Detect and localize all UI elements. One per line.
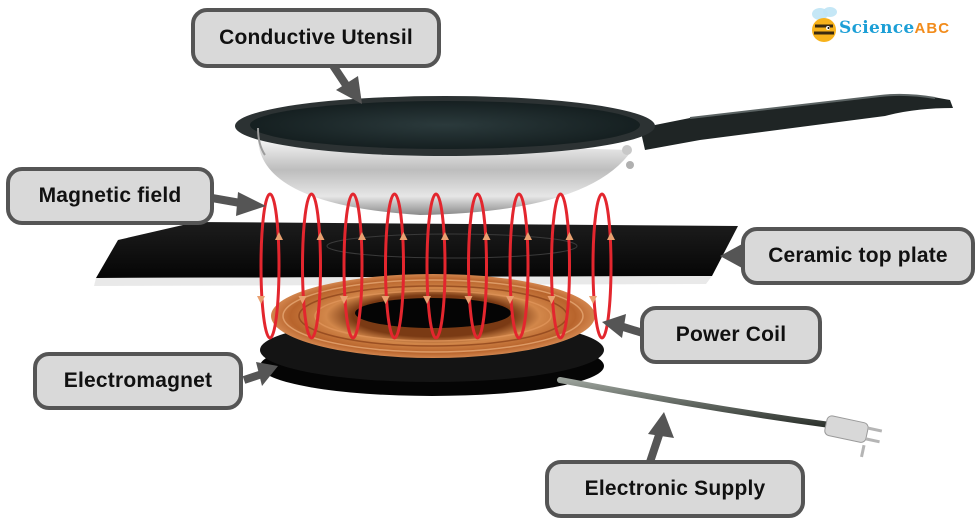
field-loop [259,192,281,340]
field-arrow-down-icon [423,296,431,304]
field-loop [508,192,530,340]
field-loop [425,192,447,340]
science-abc-logo: ScienceABC [806,2,976,46]
field-arrow-up-icon [316,232,325,240]
arrow-electromagnet [242,362,278,386]
field-loop [467,192,488,340]
field-arrow-down-icon [506,296,514,304]
power-cord [557,377,883,458]
bee-mascot-icon [812,7,837,42]
field-arrow-up-icon [399,232,408,240]
field-loop [384,192,405,340]
label-electronic-supply: Electronic Supply [545,460,805,518]
label-power-coil: Power Coil [640,306,822,364]
label-conductive-utensil: Conductive Utensil [191,8,441,68]
field-arrow-up-icon [358,232,366,240]
brand-suffix: ABC [914,20,951,37]
field-arrow-up-icon [607,232,615,240]
field-loop [591,192,613,340]
field-loop [301,192,322,340]
field-arrow-down-icon [257,296,265,304]
field-arrow-down-icon [340,296,348,304]
field-arrow-up-icon [441,232,449,240]
field-arrow-down-icon [381,296,390,304]
field-arrow-up-icon [275,232,283,240]
field-arrow-down-icon [547,296,556,304]
plug [824,415,883,458]
brand-name: Science [839,18,915,38]
field-arrow-down-icon [464,296,473,304]
field-arrow-up-icon [524,232,532,240]
brand-wordmark: ScienceABC [839,18,950,38]
frying-pan [235,93,953,215]
field-loop [550,192,571,340]
label-electromagnet: Electromagnet [33,352,243,410]
field-arrow-down-icon [298,296,307,304]
magnetic-field-lines [257,192,615,340]
arrow-magnetic-field [211,192,266,216]
label-magnetic-field: Magnetic field [6,167,214,225]
field-arrow-up-icon [565,232,574,240]
arrow-electronic-supply [646,412,674,464]
field-arrow-up-icon [482,232,491,240]
label-ceramic-top-plate: Ceramic top plate [741,227,975,285]
field-loop [342,192,364,340]
field-arrow-down-icon [589,296,597,304]
